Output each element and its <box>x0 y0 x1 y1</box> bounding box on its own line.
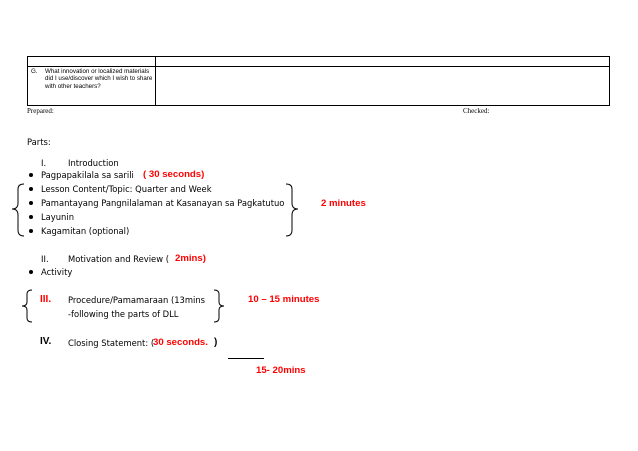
closing-duration: 30 seconds. <box>153 337 208 348</box>
section-4-title: Closing Statement: ( <box>68 338 155 348</box>
row-g-letter: G. <box>31 68 38 75</box>
intro-item-layunin: Layunin <box>41 212 75 222</box>
left-brace-icon <box>11 183 25 237</box>
parts-heading: Parts: <box>27 137 51 147</box>
total-divider-line <box>228 358 264 359</box>
motivation-duration: 2mins) <box>175 253 206 264</box>
intro-item-self-intro: Pagpapakilala sa sarili <box>41 170 134 180</box>
right-brace-icon <box>213 289 225 323</box>
section-2-title: Motivation and Review ( <box>68 254 169 264</box>
bullet-icon <box>29 229 33 233</box>
bullet-icon <box>29 215 33 219</box>
prepared-label: Prepared: <box>27 107 54 115</box>
row-g-question: What innovation or localized materials d… <box>45 68 153 90</box>
self-intro-duration: ( 30 seconds) <box>143 169 205 180</box>
intro-item-pamantayan: Pamantayang Pangnilalaman at Kasanayan s… <box>41 198 285 208</box>
bullet-icon <box>29 201 33 205</box>
section-1-numeral: I. <box>41 158 47 168</box>
bullet-icon <box>29 187 33 191</box>
table-column-divider <box>155 57 156 105</box>
motivation-item-activity: Activity <box>41 267 73 277</box>
section-4-numeral: IV. <box>40 336 52 347</box>
dll-table: G. What innovation or localized material… <box>27 56 610 106</box>
intro-item-lesson-content: Lesson Content/Topic: Quarter and Week <box>41 184 212 194</box>
intro-item-kagamitan: Kagamitan (optional) <box>41 226 130 236</box>
table-top-row <box>28 57 609 67</box>
bullet-icon <box>29 173 33 177</box>
section-1-title: Introduction <box>68 158 119 168</box>
closing-close-paren: ) <box>214 337 218 348</box>
section-2-numeral: II. <box>41 254 49 264</box>
section-3-title: Procedure/Pamamaraan (13mins <box>68 295 206 305</box>
section-3-subtitle: -following the parts of DLL <box>68 309 179 319</box>
checked-label: Checked: <box>463 107 490 115</box>
procedure-duration: 10 – 15 minutes <box>248 294 320 305</box>
total-duration: 15- 20mins <box>256 365 306 376</box>
bullet-icon <box>29 270 33 274</box>
right-brace-icon <box>285 183 299 237</box>
left-brace-icon <box>21 289 33 323</box>
intro-group-duration: 2 minutes <box>321 198 366 209</box>
section-3-numeral: III. <box>40 294 52 305</box>
